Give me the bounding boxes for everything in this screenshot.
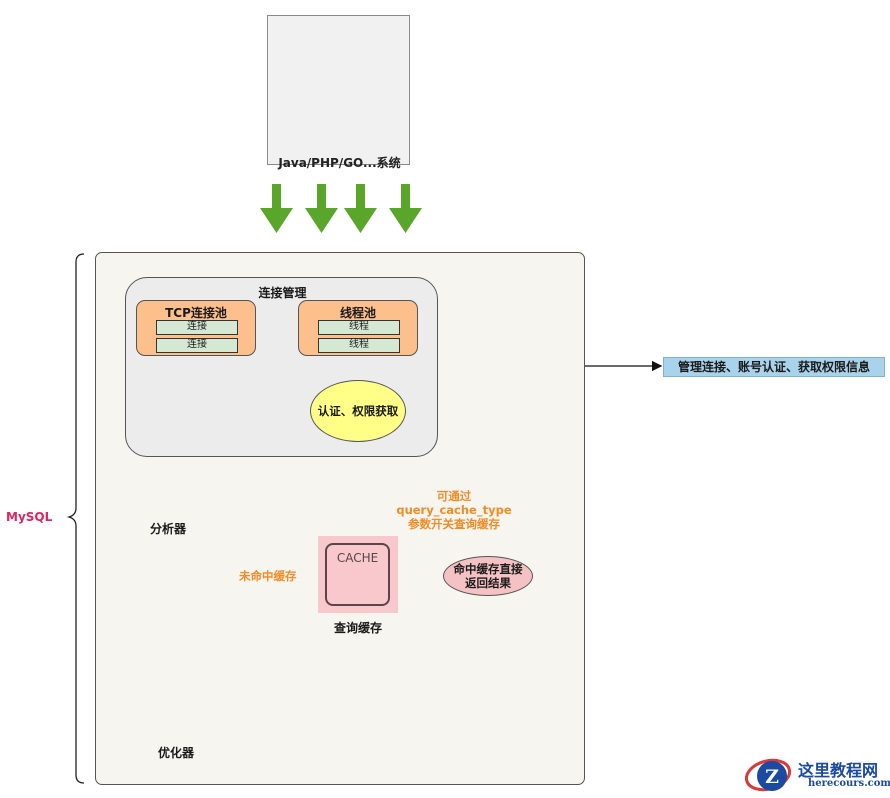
connection-item: 连接 bbox=[156, 338, 238, 353]
query-cache-note: 可通过 query_cache_type 参数开关查询缓存 bbox=[393, 489, 515, 531]
note-line: query_cache_type bbox=[396, 503, 512, 517]
optimizer-label: 优化器 bbox=[158, 746, 195, 760]
watermark-logo-icon: Z bbox=[744, 758, 792, 792]
thread-pool: 线程池 线程 线程 bbox=[298, 300, 418, 356]
green-arrow-icon bbox=[344, 184, 377, 233]
green-arrow-icon bbox=[260, 184, 293, 233]
thread-item: 线程 bbox=[318, 320, 400, 335]
connection-description-box: 管理连接、账号认证、获取权限信息 bbox=[663, 357, 885, 377]
connection-item: 连接 bbox=[156, 320, 238, 335]
watermark-name: 这里教程网 bbox=[798, 761, 879, 780]
query-cache-label: 查询缓存 bbox=[333, 621, 382, 635]
watermark-site: herecours.com bbox=[808, 778, 890, 789]
mysql-label: MySQL bbox=[6, 510, 53, 524]
mysql-brace bbox=[66, 253, 85, 784]
cache-miss-label: 未命中缓存 bbox=[238, 568, 298, 584]
cache-box: CACHE bbox=[325, 543, 390, 606]
green-arrow-icon bbox=[389, 184, 422, 233]
client-system-box: Java/PHP/GO...系统 bbox=[267, 15, 410, 170]
green-arrows bbox=[260, 184, 422, 233]
note-line: 参数开关查询缓存 bbox=[408, 517, 500, 531]
cache-hit-line: 命中缓存直接 bbox=[453, 562, 523, 576]
cache-hit-line: 返回结果 bbox=[465, 576, 511, 590]
tcp-connection-pool: TCP连接池 连接 连接 bbox=[136, 300, 256, 356]
tcp-pool-title: TCP连接池 bbox=[165, 306, 227, 320]
thread-pool-title: 线程池 bbox=[339, 306, 376, 320]
cache-hit-node: 命中缓存直接 返回结果 bbox=[443, 556, 533, 596]
green-arrow-icon bbox=[305, 184, 338, 233]
analyzer-label: 分析器 bbox=[150, 522, 187, 536]
connection-management-title: 连接管理 bbox=[258, 286, 307, 300]
auth-permission-node: 认证、权限获取 bbox=[310, 380, 406, 442]
thread-item: 线程 bbox=[318, 338, 400, 353]
svg-text:Z: Z bbox=[765, 766, 779, 788]
note-line: 可通过 bbox=[436, 489, 472, 503]
client-system-label: Java/PHP/GO...系统 bbox=[278, 156, 401, 170]
